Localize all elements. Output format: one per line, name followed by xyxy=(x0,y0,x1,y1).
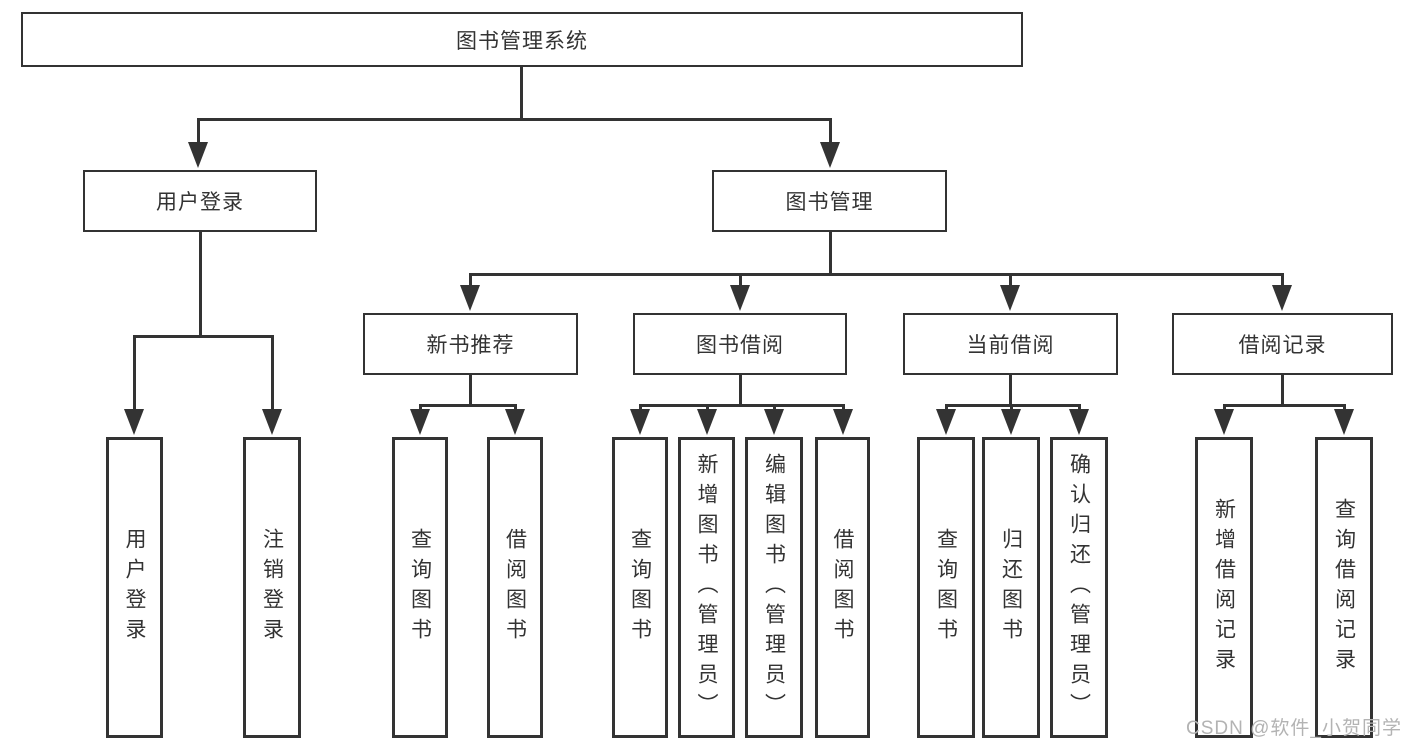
leaf-borrow-borrow-books: 借阅图书 xyxy=(815,437,870,738)
arrowhead-icon xyxy=(764,409,784,435)
node-current-borrowing: 当前借阅 xyxy=(903,313,1118,375)
node-borrow-records: 借阅记录 xyxy=(1172,313,1393,375)
arrowhead-icon xyxy=(697,409,717,435)
connector-records-drop xyxy=(1281,375,1284,406)
leaf-borrow-query-books: 查询图书 xyxy=(612,437,668,738)
leaf-label: 新增图书（管理员） xyxy=(695,452,719,723)
arrowhead-icon xyxy=(460,285,480,311)
connector-leaf-shaft xyxy=(639,404,642,412)
connector-leaf-shaft xyxy=(419,404,422,412)
connector-login-leaf-shaft xyxy=(133,335,136,411)
node-book-management-label: 图书管理 xyxy=(785,191,874,214)
arrowhead-icon xyxy=(630,409,650,435)
connector-book-mgmt-bus xyxy=(469,273,1284,276)
connector-leaf-shaft xyxy=(945,404,948,412)
leaf-label: 用户登录 xyxy=(123,527,147,648)
arrowhead-icon xyxy=(124,409,144,435)
leaf-borrow-add-books-admin: 新增图书（管理员） xyxy=(678,437,735,738)
arrowhead-icon xyxy=(262,409,282,435)
connector-bookborrow-shaft xyxy=(739,273,742,289)
leaf-newbooks-borrow-books: 借阅图书 xyxy=(487,437,543,738)
leaf-label: 查询图书 xyxy=(628,527,652,648)
leaf-label: 注销登录 xyxy=(260,527,284,648)
connector-leaf-shaft xyxy=(842,404,845,412)
leaf-label: 查询图书 xyxy=(408,527,432,648)
node-new-book-recommend-label: 新书推荐 xyxy=(426,334,515,357)
leaf-label: 借阅图书 xyxy=(503,527,527,648)
node-new-book-recommend: 新书推荐 xyxy=(363,313,578,375)
leaf-label: 查询图书 xyxy=(934,527,958,648)
connector-currentborrow-bus xyxy=(945,404,1081,407)
connector-book-mgmt-shaft xyxy=(829,118,832,144)
watermark-text: CSDN @软件_小贺同学 xyxy=(1186,718,1402,739)
connector-leaf-shaft xyxy=(514,404,517,412)
node-book-borrowing: 图书借阅 xyxy=(633,313,847,375)
connector-leaf-shaft xyxy=(1223,404,1226,412)
leaf-label: 确认归还（管理员） xyxy=(1067,452,1091,723)
leaf-user-login: 用户登录 xyxy=(106,437,163,738)
connector-leaf-shaft xyxy=(706,404,709,412)
arrowhead-icon xyxy=(1000,285,1020,311)
leaf-current-confirm-return-admin: 确认归还（管理员） xyxy=(1050,437,1108,738)
connector-records-shaft xyxy=(1281,273,1284,289)
arrowhead-icon xyxy=(410,409,430,435)
leaf-label: 编辑图书（管理员） xyxy=(762,452,786,723)
node-root-label: 图书管理系统 xyxy=(456,29,588,53)
connector-root-bus xyxy=(197,118,832,121)
arrowhead-icon xyxy=(1272,285,1292,311)
arrowhead-icon xyxy=(505,409,525,435)
leaf-label: 归还图书 xyxy=(999,527,1023,648)
node-book-borrowing-label: 图书借阅 xyxy=(696,334,784,357)
arrowhead-icon xyxy=(1001,409,1021,435)
connector-user-login-drop xyxy=(199,232,202,335)
node-current-borrowing-label: 当前借阅 xyxy=(966,334,1055,357)
node-borrow-records-label: 借阅记录 xyxy=(1238,334,1327,357)
connector-records-bus xyxy=(1223,404,1346,407)
leaf-borrow-edit-books-admin: 编辑图书（管理员） xyxy=(745,437,803,738)
arrowhead-icon xyxy=(833,409,853,435)
connector-currentborrow-shaft xyxy=(1009,273,1012,289)
leaf-label: 查询借阅记录 xyxy=(1332,497,1356,678)
connector-leaf-shaft xyxy=(1010,404,1013,412)
arrowhead-icon xyxy=(730,285,750,311)
connector-bookborrow-drop xyxy=(739,375,742,406)
connector-currentborrow-drop xyxy=(1009,375,1012,406)
node-book-management: 图书管理 xyxy=(712,170,947,232)
arrowhead-icon xyxy=(820,142,840,168)
connector-user-login-bus xyxy=(133,335,273,338)
arrowhead-icon xyxy=(1069,409,1089,435)
connector-root-drop xyxy=(520,67,523,120)
arrowhead-icon xyxy=(936,409,956,435)
connector-bookborrow-bus xyxy=(639,404,845,407)
node-user-login: 用户登录 xyxy=(83,170,317,232)
connector-logout-leaf-shaft xyxy=(271,335,274,411)
leaf-current-return-books: 归还图书 xyxy=(982,437,1040,738)
node-library-management-system: 图书管理系统 xyxy=(21,12,1023,67)
leaf-logout: 注销登录 xyxy=(243,437,301,738)
connector-leaf-shaft xyxy=(1078,404,1081,412)
connector-newbooks-shaft xyxy=(469,273,472,289)
connector-leaf-shaft xyxy=(1343,404,1346,412)
leaf-label: 借阅图书 xyxy=(831,527,855,648)
connector-newbooks-bus xyxy=(419,404,517,407)
leaf-current-query-books: 查询图书 xyxy=(917,437,975,738)
leaf-label: 新增借阅记录 xyxy=(1212,497,1236,678)
leaf-records-query-borrow-record: 查询借阅记录 xyxy=(1315,437,1373,738)
node-user-login-label: 用户登录 xyxy=(156,191,244,214)
arrowhead-icon xyxy=(1334,409,1354,435)
leaf-newbooks-query-books: 查询图书 xyxy=(392,437,448,738)
connector-book-mgmt-drop xyxy=(829,232,832,276)
leaf-records-add-borrow-record: 新增借阅记录 xyxy=(1195,437,1253,738)
connector-leaf-shaft xyxy=(773,404,776,412)
arrowhead-icon xyxy=(188,142,208,168)
arrowhead-icon xyxy=(1214,409,1234,435)
connector-newbooks-drop xyxy=(469,375,472,406)
connector-user-login-shaft xyxy=(197,118,200,144)
